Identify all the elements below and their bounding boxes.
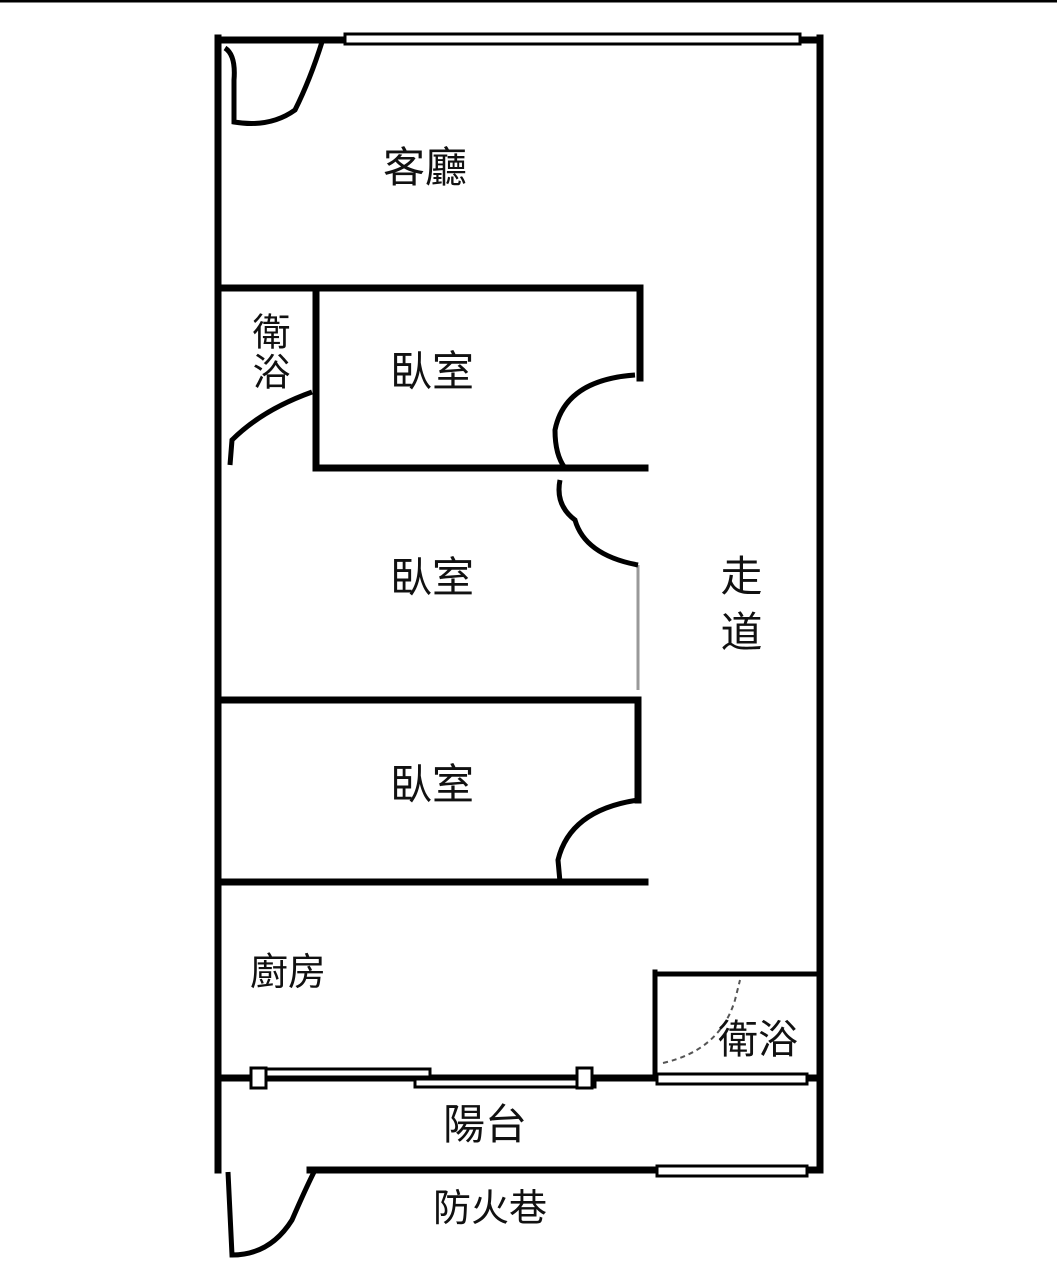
window-kitchen-sliding-1 bbox=[253, 1067, 432, 1079]
room-label-bedroom-1: 臥室 bbox=[389, 347, 475, 396]
room-label-bathroom-2: 衛浴 bbox=[718, 1017, 798, 1063]
bath1-door-icon bbox=[227, 389, 313, 466]
bath2-door-icon bbox=[662, 979, 741, 1064]
bedroom1-door-icon bbox=[552, 372, 636, 470]
room-label-balcony: 陽台 bbox=[442, 1100, 528, 1149]
room-label-living-room: 客廳 bbox=[382, 143, 468, 192]
room-label-bedroom-2: 臥室 bbox=[389, 553, 475, 602]
window-living-top bbox=[343, 32, 802, 46]
bedroom3-door-icon bbox=[555, 797, 639, 883]
entrance-door-icon bbox=[223, 41, 325, 126]
window-balcony bbox=[655, 1164, 809, 1178]
room-label-corridor: 走道 bbox=[714, 554, 763, 666]
window-kitchen-sliding-2 bbox=[413, 1077, 597, 1089]
window-bath2 bbox=[655, 1072, 809, 1086]
window-post-right bbox=[575, 1066, 594, 1090]
fire-lane-door-icon bbox=[225, 1170, 317, 1258]
room-label-fire-lane: 防火巷 bbox=[432, 1186, 548, 1230]
window-post-left bbox=[249, 1066, 268, 1090]
room-label-bathroom-1: 衛浴 bbox=[246, 312, 290, 392]
room-label-kitchen: 廚房 bbox=[249, 950, 327, 994]
bedroom2-door-icon bbox=[556, 479, 639, 568]
room-label-bedroom-3: 臥室 bbox=[389, 760, 475, 809]
